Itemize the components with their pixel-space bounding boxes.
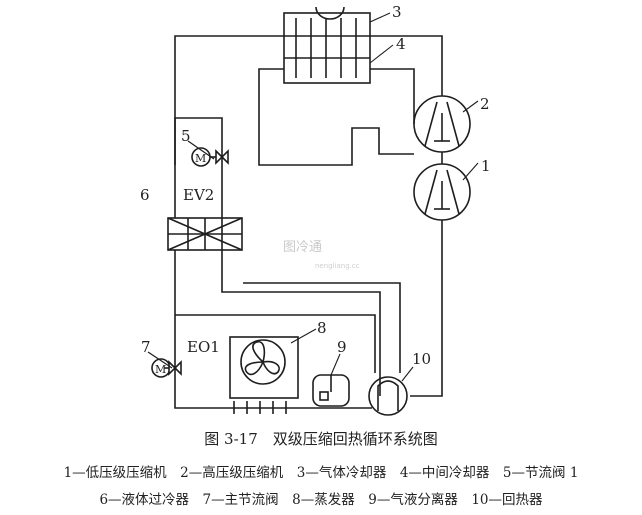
legend-line-1: 1—低压级压缩机 2—高压级压缩机 3—气体冷却器 4—中间冷却器 5—节流阀 … — [63, 465, 579, 481]
label-7: 7 — [141, 338, 151, 356]
label-eo1: EO1 — [187, 338, 220, 356]
figure-caption: 图 3-17 双级压缩回热循环系统图 — [204, 430, 438, 448]
label-4: 4 — [396, 35, 406, 53]
liquid-subcooler — [167, 217, 243, 251]
label-ev2: EV2 — [183, 186, 214, 204]
regenerator — [368, 376, 408, 416]
label-6: 6 — [140, 186, 150, 204]
gas-liquid-separator — [312, 374, 350, 407]
legend-line-2: 6—液体过冷器 7—主节流阀 8—蒸发器 9—气液分离器 10—回热器 — [99, 492, 543, 508]
high-stage-compressor — [413, 95, 471, 153]
label-8: 8 — [317, 319, 327, 337]
evaporator — [229, 336, 299, 414]
fan-arc — [315, 6, 345, 20]
motor-label-bottom: M — [155, 363, 166, 376]
label-9: 9 — [337, 338, 347, 356]
leader-lines — [290, 12, 479, 382]
watermark-small: nengliang.cc — [315, 262, 360, 270]
low-stage-compressor — [413, 163, 471, 221]
main-throttle-valve — [147, 351, 182, 378]
label-10: 10 — [412, 350, 431, 368]
gas-cooler — [283, 12, 371, 84]
motor-label-top: M — [195, 152, 206, 165]
label-5: 5 — [181, 127, 191, 145]
label-3: 3 — [392, 3, 402, 21]
label-2: 2 — [480, 95, 490, 113]
watermark: 图冷通 — [283, 240, 323, 255]
throttle-valve-1 — [187, 140, 229, 167]
pipes — [164, 35, 443, 409]
label-1: 1 — [481, 157, 491, 175]
